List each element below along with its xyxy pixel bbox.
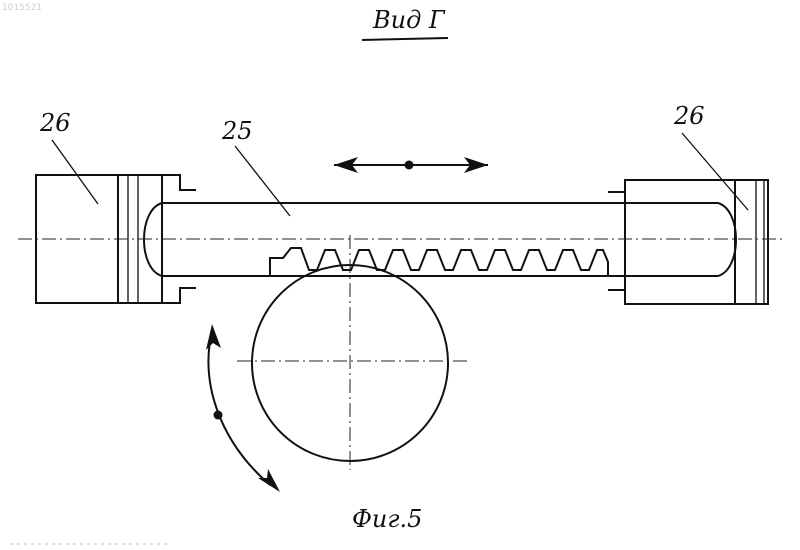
- leader-end-right: [682, 133, 748, 210]
- leader-rack: [235, 146, 290, 216]
- view-title-underline: [362, 38, 448, 40]
- corner-mark: 1015521: [2, 3, 42, 13]
- horizontal-motion-arrow: [334, 157, 488, 173]
- view-title: Вид Г: [372, 6, 446, 34]
- label-rack: 25: [221, 117, 253, 145]
- label-end-left: 26: [39, 109, 71, 137]
- label-end-right: 26: [673, 102, 705, 130]
- right-end-block: [608, 180, 768, 304]
- gear-wheel: [237, 235, 470, 470]
- figure-caption: Фиг.5: [352, 505, 422, 533]
- rotation-arrow: [206, 324, 280, 492]
- leader-end-left: [52, 140, 98, 204]
